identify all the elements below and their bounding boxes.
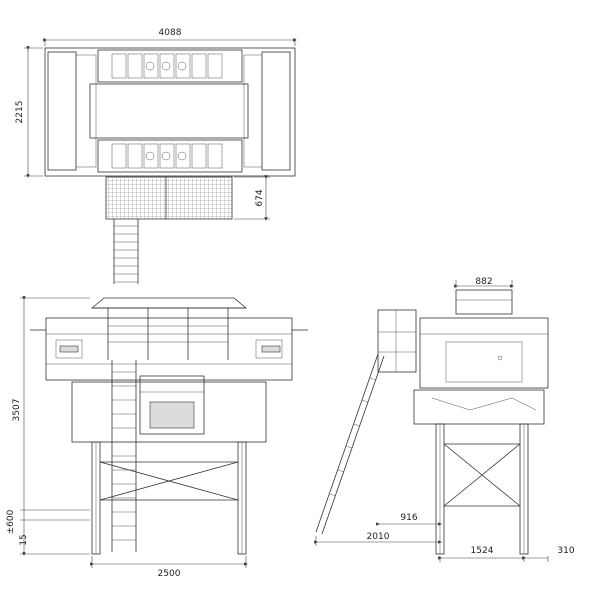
- lower-cells: [111, 143, 223, 169]
- front-chassis: [71, 381, 267, 443]
- side-hopper: [455, 289, 513, 315]
- top-frame: [44, 47, 296, 177]
- side-chassis: [413, 389, 545, 425]
- left-wing: [47, 51, 77, 171]
- side-cage: [377, 309, 417, 373]
- dim-side-base: 1524: [471, 546, 494, 556]
- right-wing: [261, 51, 291, 171]
- side-housing: [419, 317, 549, 389]
- side-stair: [315, 353, 385, 535]
- grated-platform: [105, 176, 233, 220]
- top-view: 4088 2215 674: [15, 28, 297, 284]
- front-hopper: [90, 297, 248, 309]
- dim-side-stair-reach: 916: [400, 513, 417, 523]
- upper-mechanism: [97, 49, 243, 83]
- central-beam: [89, 83, 249, 139]
- front-main-body: [45, 317, 293, 381]
- right-inner-panel: [243, 54, 263, 168]
- dim-top-height: 2215: [15, 101, 25, 124]
- front-view: 3507 ±600 15 2500: [6, 296, 308, 579]
- dim-front-height: 3507: [12, 399, 22, 422]
- dim-side-stair-total: 2010: [367, 532, 390, 542]
- front-center-unit: [139, 375, 205, 435]
- left-inner-panel: [75, 54, 97, 168]
- top-ladder: [113, 219, 139, 284]
- dim-side-top: 882: [475, 277, 492, 287]
- dim-front-width: 2500: [158, 569, 181, 579]
- side-view: 882 916 2010 1524 310: [314, 277, 575, 562]
- lower-mechanism: [97, 139, 243, 173]
- dim-side-overhang: 310: [557, 546, 574, 556]
- upper-cells: [111, 53, 223, 79]
- side-legs: [435, 423, 529, 555]
- front-ladder: [111, 360, 137, 552]
- dim-platform-depth: 674: [255, 189, 265, 206]
- dim-adjust: ±600: [6, 509, 16, 534]
- dim-top-width: 4088: [159, 28, 182, 38]
- dim-small-offset: 15: [19, 534, 29, 545]
- front-legs: [91, 441, 247, 555]
